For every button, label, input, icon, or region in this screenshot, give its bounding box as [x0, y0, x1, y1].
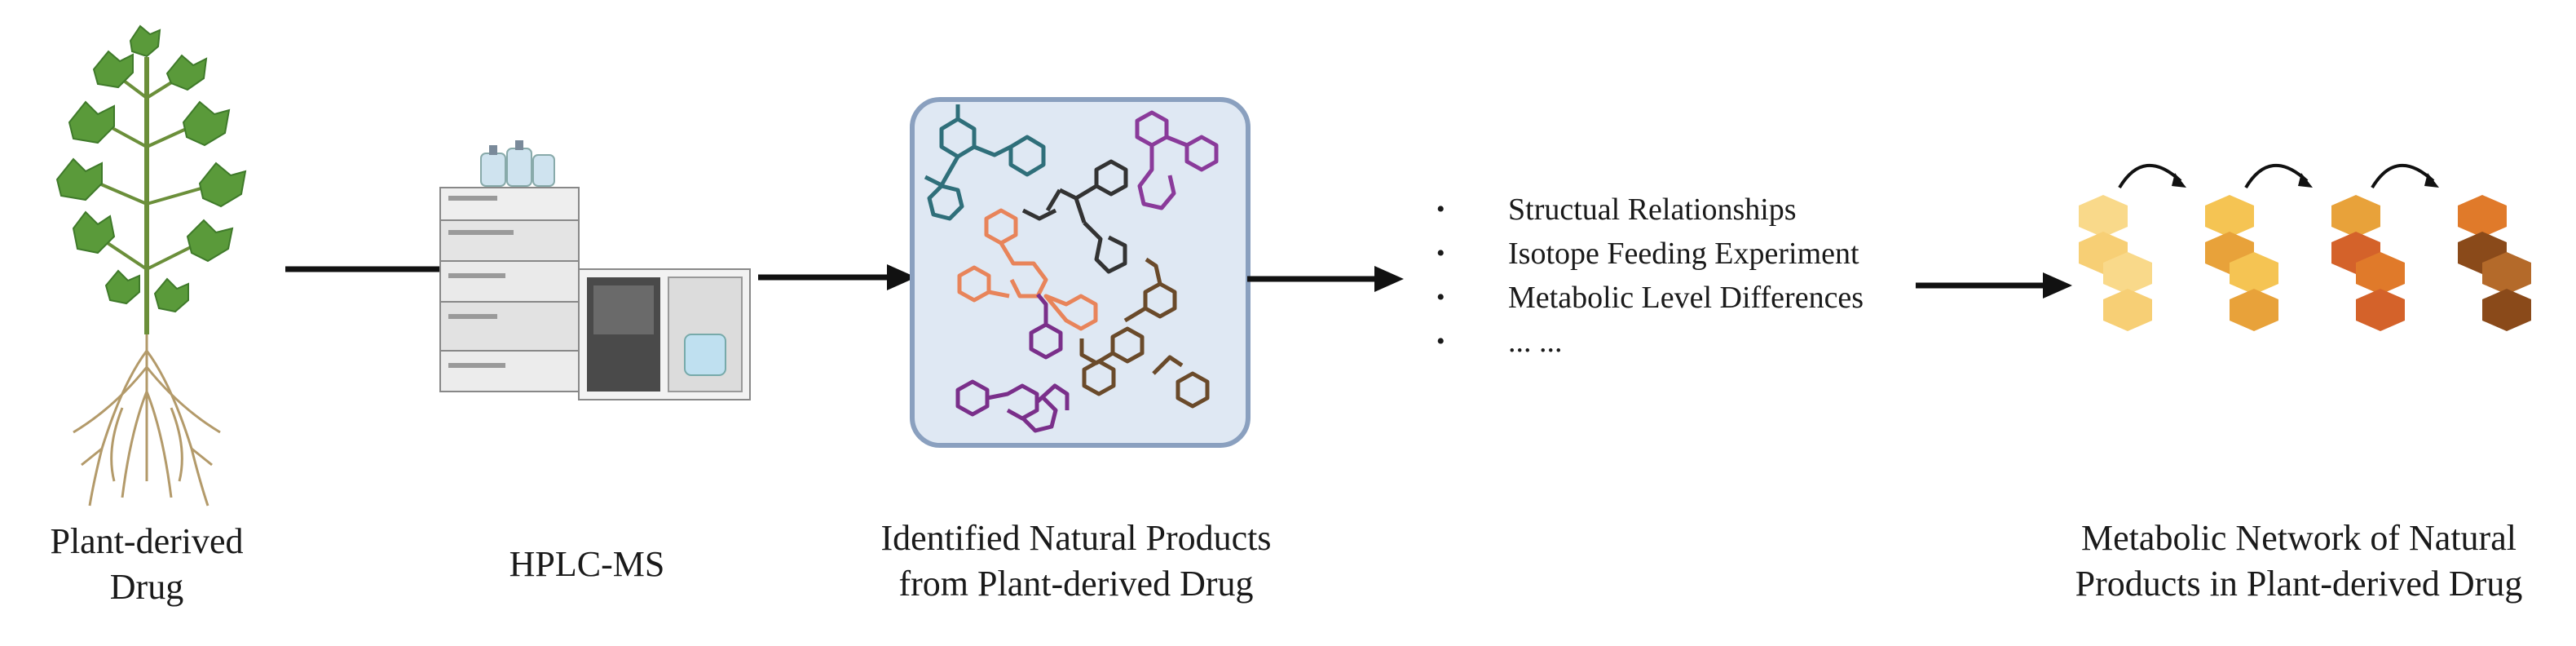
caption-plant-line2: Drug: [109, 567, 184, 607]
hplc-ms-instrument: [439, 140, 751, 400]
arrow-methods-to-network: [1916, 272, 2072, 299]
caption-network: Metabolic Network of Natural Products in…: [2030, 515, 2568, 607]
arrow-products-to-methods: [1247, 266, 1404, 292]
roots: [73, 334, 221, 507]
natural-products-box: [910, 97, 1251, 448]
solvent-bottles-icon: [480, 140, 555, 187]
caption-network-line1: Metabolic Network of Natural: [2081, 518, 2516, 558]
list-item: • Isotope Feeding Experiment: [1418, 232, 1864, 276]
bullet-icon: •: [1436, 196, 1445, 223]
molecule-teal: [924, 104, 1046, 221]
leaves: [55, 24, 247, 313]
list-item: • Structual Relationships: [1418, 188, 1864, 232]
method-label: Metabolic Level Differences: [1508, 281, 1864, 315]
caption-products-line2: from Plant-derived Drug: [898, 564, 1254, 604]
caption-products-line1: Identified Natural Products: [880, 518, 1272, 558]
plant-illustration: [55, 24, 247, 507]
method-label: ... ...: [1508, 325, 1563, 359]
molecule-purple-2: [955, 293, 1070, 433]
molecule-orange: [957, 208, 1098, 331]
caption-products: Identified Natural Products from Plant-d…: [815, 515, 1337, 607]
caption-hplc: HPLC-MS: [509, 544, 665, 584]
list-item: • ... ...: [1418, 320, 1864, 364]
bullet-icon: •: [1436, 240, 1445, 267]
hex-group-1: [2079, 195, 2152, 331]
caption-network-line2: Products in Plant-derived Drug: [2075, 564, 2523, 604]
metabolic-network: [2079, 163, 2531, 331]
method-label: Structual Relationships: [1508, 192, 1797, 227]
list-item: • Metabolic Level Differences: [1418, 276, 1864, 320]
hex-group-3: [2331, 195, 2405, 331]
molecule-brown: [1079, 257, 1210, 409]
arrow-hplc-to-products: [758, 264, 916, 290]
hex-group-4: [2458, 195, 2531, 331]
hex-group-2: [2205, 195, 2278, 331]
caption-plant-line1: Plant-derived: [50, 521, 244, 561]
caption-plant: Plant-derived Drug: [16, 519, 277, 610]
transition-arrows: [2118, 163, 2435, 189]
molecule-dark: [1021, 159, 1128, 274]
bullet-icon: •: [1436, 328, 1445, 355]
method-label: Isotope Feeding Experiment: [1508, 237, 1859, 271]
molecule-purple-1: [1135, 110, 1219, 210]
methods-list: • Structual Relationships • Isotope Feed…: [1418, 188, 1864, 364]
bullet-icon: •: [1436, 284, 1445, 311]
